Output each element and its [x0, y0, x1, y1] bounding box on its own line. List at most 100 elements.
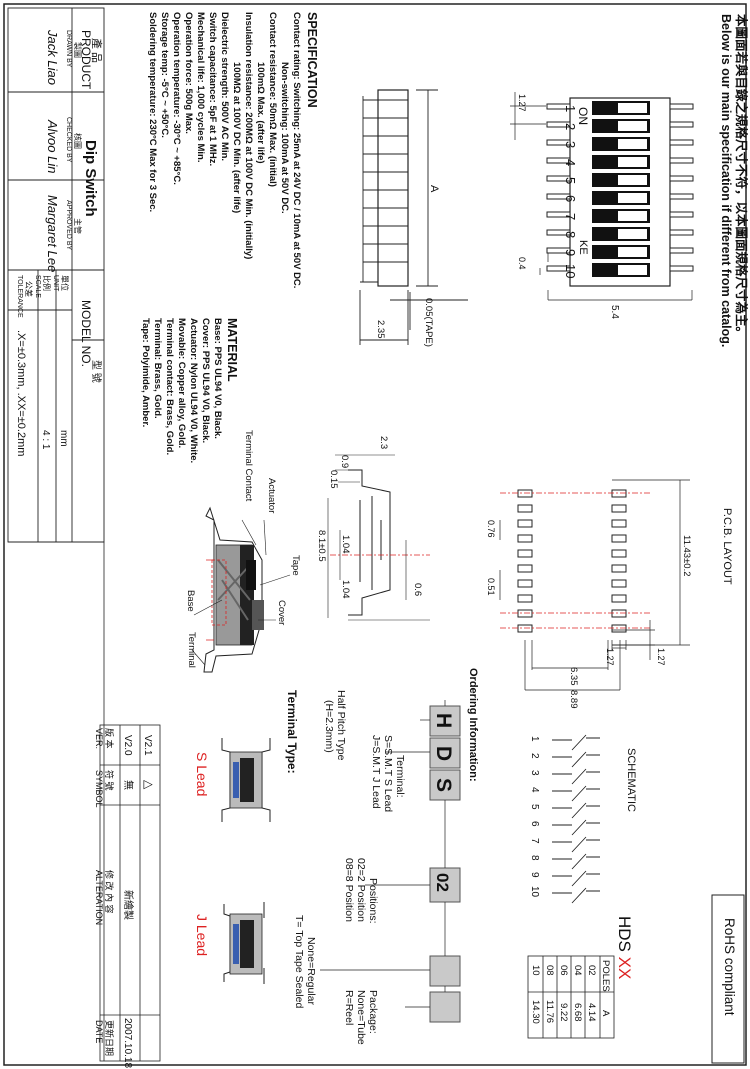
- spec-line: 100MΩ at 100V DC Min. (after life): [231, 62, 242, 213]
- dim-lead: 0.4: [517, 257, 527, 270]
- poles-cell: 6.68: [572, 1003, 583, 1022]
- checked-cn: 核圖: [73, 133, 83, 149]
- pcb-dim: 1.27: [656, 648, 666, 666]
- schematic-number: 7: [529, 838, 540, 844]
- terminal-text: S=S.M.T S Lead: [382, 735, 394, 812]
- schematic-number: 4: [529, 787, 540, 793]
- poles-cell: 9.22: [558, 1003, 569, 1022]
- positions-text: 02=2 Position: [355, 858, 367, 922]
- poles-cell: 04: [572, 965, 583, 976]
- model-label: MODEL NO.: [79, 300, 93, 367]
- brand-label: KE: [577, 240, 589, 255]
- dim-235: 2.35: [375, 320, 386, 339]
- rev-row-alt: 新繪製: [122, 890, 135, 920]
- j-lead-label: J Lead: [194, 914, 210, 956]
- rev-row-sym: △: [142, 780, 156, 790]
- spec-line: Non-switching: 100mA at 50V DC.: [279, 62, 290, 214]
- ordering-info: Ordering Information: H D S 02: [293, 668, 479, 1045]
- order-code: S: [432, 778, 455, 792]
- scale-label: SCALE: [34, 275, 41, 298]
- pcb-layout: P.C.B. LAYOUT: [486, 479, 733, 709]
- half-pitch-text: Half Pitch Type: [335, 690, 347, 761]
- rev-alt: ALTERATION: [94, 870, 104, 925]
- poles-cell: 10: [530, 965, 541, 976]
- assembly-detail: Terminal Contact Actuator Tape Cover Bas…: [185, 430, 301, 673]
- dim-width: 5.4: [609, 305, 620, 319]
- dim-a: A: [428, 185, 440, 193]
- signature-approved: Margaret Lee: [45, 195, 60, 272]
- material-line: Actuator: Nylon UL94 V0, White.: [188, 318, 199, 463]
- header-notes: 本圖面若與目錄之規格尺寸不符，以本圖面規格尺寸為主。 Below is our …: [719, 14, 749, 347]
- pcb-dim: 0.76: [486, 520, 496, 538]
- cross-section: 2.3 0.9 0.15 1.04 1.04 8.1±0.5 0.6: [316, 436, 430, 621]
- spec-line: Contact resistance: 50mΩ Max. (initial): [267, 12, 278, 187]
- position-number: 4: [563, 159, 578, 166]
- rev-row-ver: V2.1: [142, 735, 153, 756]
- poles-header: POLES: [600, 960, 611, 992]
- material-line: Terminal: Brass, Gold.: [152, 318, 163, 419]
- material-line: Tape: Polyimide, Amber.: [140, 318, 151, 427]
- frame-lines: [8, 541, 105, 1061]
- s-lead-figure: S Lead: [194, 738, 271, 822]
- terminal-type: Terminal Type: S Lead J Lead: [194, 690, 299, 984]
- position-number: 2: [563, 123, 578, 130]
- product-cn: 產 品: [90, 38, 104, 63]
- material-line: Movable: Copper alloy, Gold.: [176, 318, 187, 448]
- package-text: R=Reel: [343, 990, 355, 1025]
- poles-cell: 08: [544, 965, 555, 976]
- product-name: Dip Switch: [82, 140, 99, 217]
- rev-alt-cn: 修 改 內 容: [104, 870, 115, 914]
- position-number: 3: [563, 141, 578, 148]
- terminal-type-title: Terminal Type:: [285, 690, 299, 774]
- rev-sym: SYMBOL: [94, 770, 104, 808]
- half-pitch-text: (H=2.3mm): [323, 700, 335, 753]
- drawn-label: DRAWN BY: [65, 30, 72, 68]
- pcb-dim: 1.27: [605, 648, 615, 666]
- cross-dim: 0.15: [328, 470, 339, 489]
- dim-tape: 0.05(TAPE): [423, 298, 434, 347]
- positions-text: Positions:: [367, 878, 379, 924]
- ordering-title: Ordering Information:: [467, 668, 479, 782]
- specification: SPECIFICATION Contact rating: Switching:…: [147, 12, 319, 288]
- rohs-box: [711, 894, 745, 1064]
- pcb-dim: 6.35: [568, 667, 579, 686]
- schematic-number: 9: [529, 872, 540, 878]
- material-title: MATERIAL: [225, 318, 239, 382]
- label-terminal: Terminal: [186, 632, 197, 668]
- rev-date-cn: 更新日期: [104, 1020, 115, 1056]
- top-view-leads: [546, 103, 694, 272]
- rev-row-sym: 無: [122, 780, 135, 790]
- rev-ver: VER.: [94, 728, 104, 749]
- schematic-number: 8: [529, 855, 540, 861]
- top-view-dimensions: [510, 92, 693, 301]
- unit-cn: 單位: [60, 275, 70, 291]
- header-english: Below is our main specification if diffe…: [719, 14, 733, 347]
- pcb-dim: 0.51: [486, 578, 496, 596]
- cross-dim: 1.04: [340, 535, 351, 554]
- schematic-number: 5: [529, 804, 540, 810]
- spec-line: Contact rating: Switching: 25mA at 24V D…: [291, 12, 302, 288]
- tube-text: T= Top Tape Sealed: [293, 915, 305, 1008]
- model-cn: 型 號: [90, 360, 103, 383]
- tol-label: TOLERANCE: [16, 275, 23, 318]
- approved-label: APPROVED BY: [65, 200, 72, 251]
- material-line: Terminal contact: Brass, Gold.: [164, 318, 175, 455]
- order-code: 02: [433, 873, 452, 892]
- position-number: 10: [563, 264, 578, 278]
- spec-title: SPECIFICATION: [305, 12, 319, 108]
- checked-label: CHECKED BY: [65, 117, 72, 163]
- poles-table: HDS XX POLES A 02 4.14 04 6.68 06 9.22 0…: [527, 916, 634, 1039]
- drawn-cn: 製圖: [73, 42, 83, 58]
- rev-sym-cn: 符 號: [104, 770, 115, 791]
- material-line: Cover: PPS UL94 V0, Black.: [200, 318, 211, 443]
- unit-label: UNIT: [52, 275, 59, 292]
- material-line: Base: PPS UL94 V0, Black.: [212, 318, 223, 439]
- terminal-text: Terminal:: [394, 755, 406, 798]
- poles-header: A: [600, 1010, 611, 1017]
- pcb-title: P.C.B. LAYOUT: [721, 508, 733, 585]
- schematic-title: SCHEMATIC: [625, 748, 637, 812]
- poles-cell: 14.30: [530, 1000, 541, 1024]
- schematic-number: 10: [529, 886, 540, 898]
- on-label: ON: [576, 107, 590, 125]
